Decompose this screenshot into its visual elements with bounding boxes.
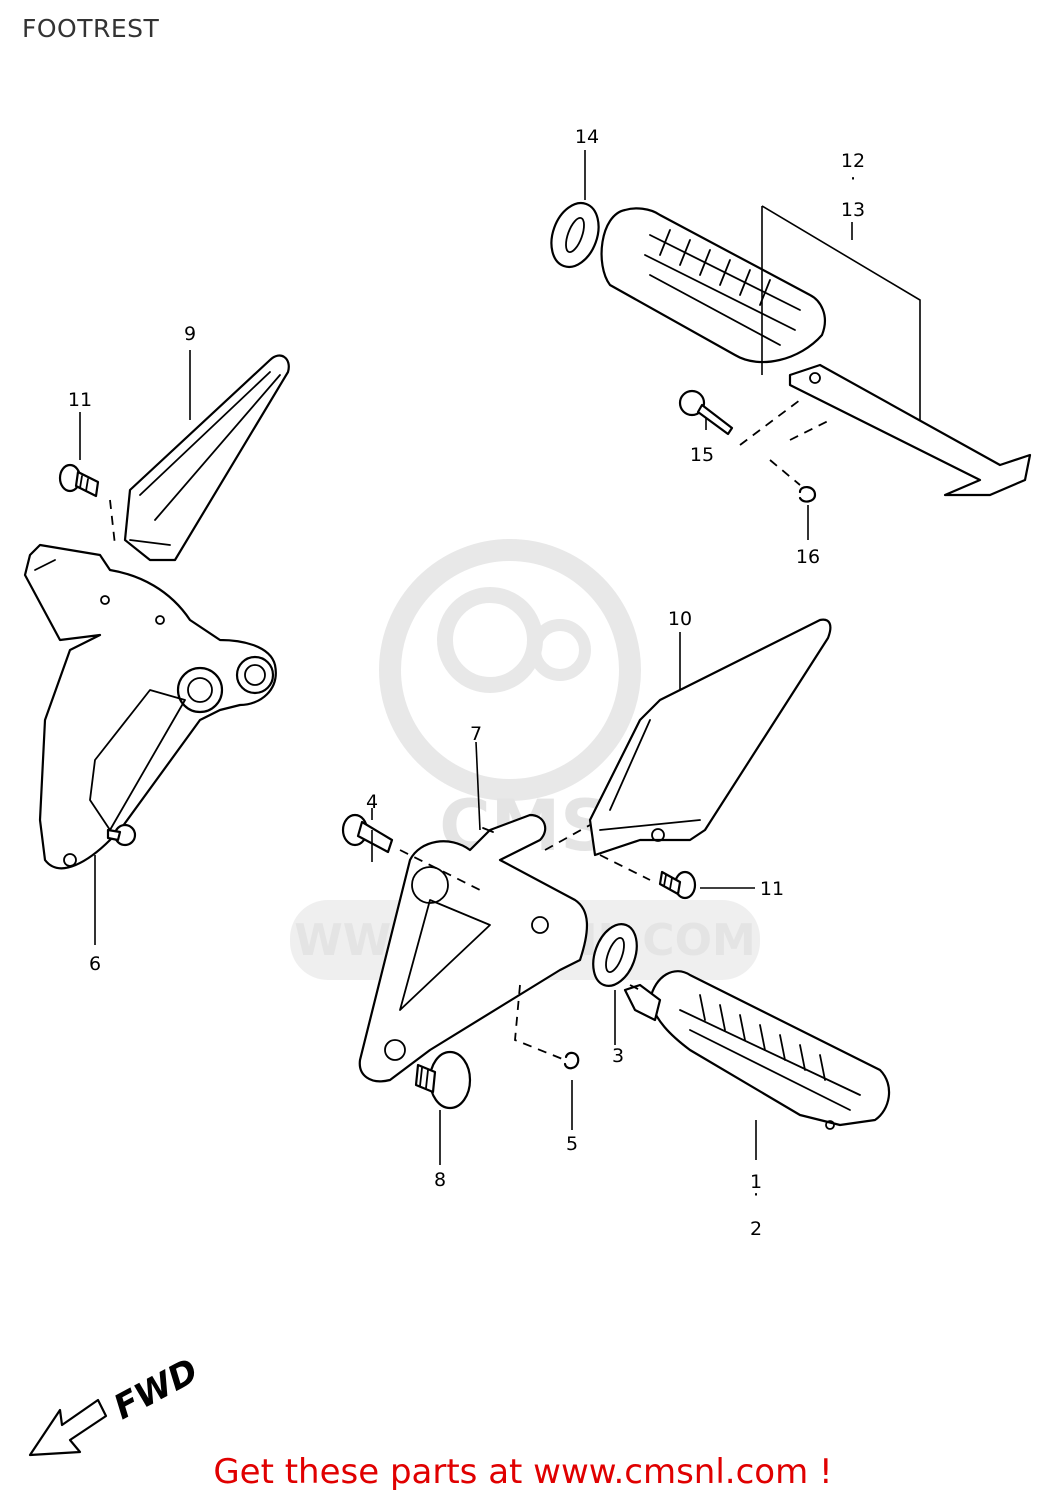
part-15-pin [678, 389, 734, 436]
callout-10: 10 [668, 608, 692, 630]
callout-11-right: 11 [760, 878, 784, 900]
part-6-pin [106, 823, 137, 847]
part-4-pin [341, 813, 394, 854]
part-9-heel-guard [123, 354, 290, 562]
callout-7: 7 [470, 723, 482, 745]
callout-16: 16 [796, 546, 820, 568]
part-10-heel-guard [588, 618, 832, 857]
part-rear-footpeg-bar [788, 363, 1032, 497]
forward-direction-arrow-icon [28, 1398, 108, 1457]
part-5-clip [563, 1051, 580, 1070]
callout-12: 12 [841, 150, 865, 172]
part-6-bracket [23, 543, 277, 870]
part-12-13-rear-footpeg-rubber [600, 207, 827, 364]
part-11-bolt-right [658, 870, 697, 900]
part-11-bolt-left [58, 463, 100, 498]
part-8-bolt [414, 1050, 472, 1110]
callout-15: 15 [690, 444, 714, 466]
callout-1: 1 [750, 1171, 762, 1193]
part-7-bracket [358, 813, 589, 1083]
diagram-title: FOOTREST [22, 14, 160, 43]
callout-14: 14 [575, 126, 599, 148]
callout-3: 3 [612, 1045, 624, 1067]
part-16-clip [798, 486, 817, 503]
callout-2: 2 [750, 1218, 762, 1240]
part-1-2-front-footpeg [623, 970, 891, 1130]
footer-link-text[interactable]: Get these parts at www.cmsnl.com ! [213, 1452, 833, 1492]
fwd-label: FWD [107, 1351, 204, 1428]
part-14-washer [550, 201, 600, 269]
callout-13: 13 [841, 199, 865, 221]
callout-9: 9 [184, 323, 196, 345]
callout-4: 4 [366, 791, 378, 813]
callout-8: 8 [434, 1169, 446, 1191]
callout-11-left: 11 [68, 389, 92, 411]
callout-5: 5 [566, 1133, 578, 1155]
callout-dot-2: · [850, 168, 856, 190]
callout-dot: · [753, 1184, 759, 1206]
part-3-washer [592, 923, 638, 987]
callout-6: 6 [89, 953, 101, 975]
